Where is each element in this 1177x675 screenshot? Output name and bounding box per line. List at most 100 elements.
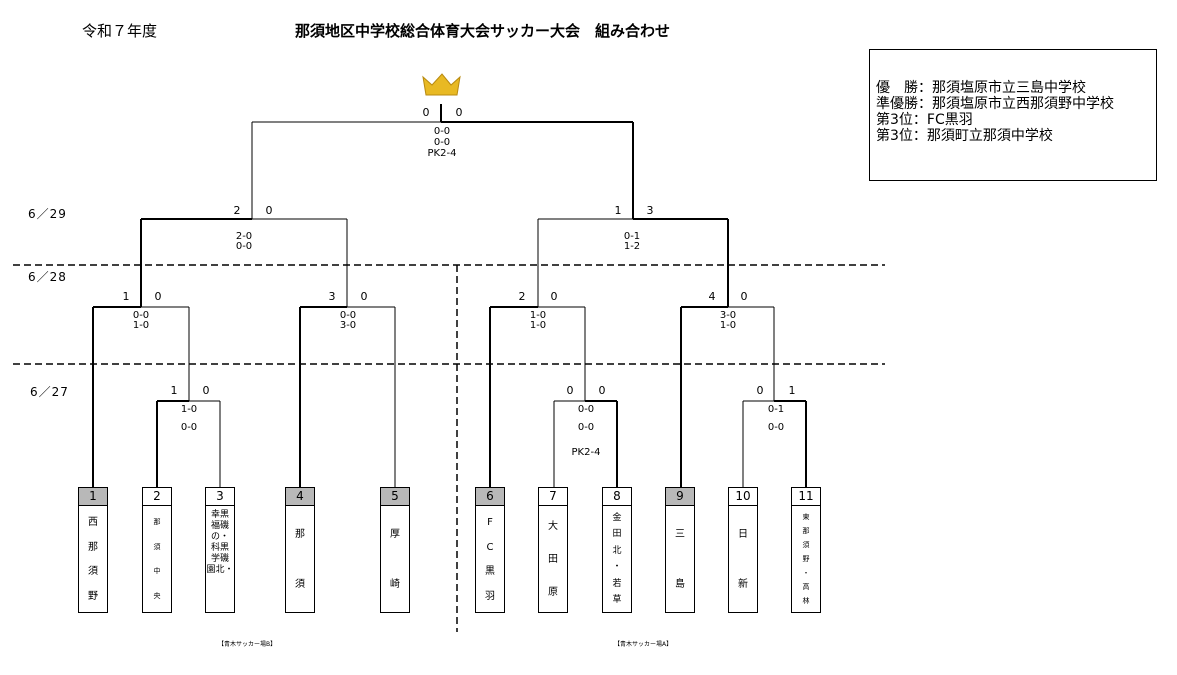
result-champion: 優 勝：那須塩原市立三島中学校: [876, 80, 1086, 96]
semi-right-half-2: 1-2: [623, 241, 641, 252]
team-number: 1: [79, 488, 107, 506]
team-name-char: 那: [88, 541, 98, 553]
team-box-9: 9 三島: [665, 487, 695, 613]
team-name-char: 那: [802, 526, 810, 535]
qf3-score-left: 2: [518, 290, 526, 303]
team-name-char: 福磯: [210, 521, 229, 531]
team-name-char: ・: [802, 569, 810, 578]
team-name-char: C: [486, 541, 494, 553]
team-name-char: 林: [802, 597, 810, 606]
team-name-char: 須: [153, 542, 161, 551]
team-name-char: ・: [612, 562, 622, 573]
team-name-char: 北: [612, 545, 622, 556]
r1b-half-2: 0-0: [577, 422, 595, 433]
qf1-score-right: 0: [154, 290, 162, 303]
team-box-10: 10 日新: [728, 487, 758, 613]
team-name: 三島: [666, 506, 694, 613]
final-pk: PK2-4: [427, 148, 457, 159]
team-name-char: 那: [295, 529, 305, 541]
team-number: 3: [206, 488, 234, 506]
qf1-score-left: 1: [122, 290, 130, 303]
team-box-8: 8 金田北・若草: [602, 487, 632, 613]
team-number: 7: [539, 488, 567, 506]
qf3-half-1: 1-0: [529, 310, 547, 321]
team-name-char: 新: [738, 578, 748, 590]
r1c-score-right: 1: [788, 384, 796, 397]
team-name-char: 原: [548, 587, 558, 598]
team-box-3: 3 幸黒福磯の・科黒学磯園北・: [205, 487, 235, 613]
r1b-pk: PK2-4: [571, 447, 601, 458]
team-name-char: 崎: [390, 578, 400, 590]
team-name: 幸黒福磯の・科黒学磯園北・: [206, 506, 234, 613]
team-name-char: 田: [612, 529, 622, 540]
r1c-score-left: 0: [756, 384, 764, 397]
team-name-char: 黒: [485, 566, 495, 578]
semi-right-score-left: 1: [614, 204, 622, 217]
r1a-score-left: 1: [170, 384, 178, 397]
semi-right-half-1: 0-1: [623, 231, 641, 242]
semi-left-half-1: 2-0: [235, 231, 253, 242]
team-name-char: 中: [153, 567, 161, 576]
r1c-half-2: 0-0: [767, 422, 785, 433]
venue-right: 【青木サッカー場A】: [614, 641, 673, 648]
qf3-half-2: 1-0: [529, 320, 547, 331]
qf4-score-right: 0: [740, 290, 748, 303]
team-number: 8: [603, 488, 631, 506]
team-name-char: 須: [802, 540, 810, 549]
team-name-char: 野: [802, 554, 810, 563]
team-name: 西那須野: [79, 506, 107, 613]
qf2-half-1: 0-0: [339, 310, 357, 321]
team-name-char: 東: [802, 512, 810, 521]
results-box: 優 勝：那須塩原市立三島中学校 準優勝：那須塩原市立西那須野中学校 第3位：FC…: [869, 49, 1157, 181]
team-name-char: 科黒: [210, 543, 229, 553]
team-number: 10: [729, 488, 757, 506]
era-label: 令和７年度: [82, 22, 158, 40]
team-name: 那須中央: [143, 506, 171, 613]
team-number: 9: [666, 488, 694, 506]
team-box-7: 7 大田原: [538, 487, 568, 613]
team-box-5: 5 厚崎: [380, 487, 410, 613]
result-third-b: 第3位：那須町立那須中学校: [876, 128, 1053, 144]
team-name-char: 学磯: [210, 554, 229, 564]
team-box-11: 11 東那須野・高林: [791, 487, 821, 613]
qf1-half-2: 1-0: [132, 320, 150, 331]
team-name-char: 金: [612, 512, 622, 523]
team-name-char: 羽: [485, 591, 495, 603]
team-name: 厚崎: [381, 506, 409, 613]
semi-left-score-left: 2: [233, 204, 241, 217]
qf4-half-1: 3-0: [719, 310, 737, 321]
r1a-score-right: 0: [202, 384, 210, 397]
semi-right-score-right: 3: [646, 204, 654, 217]
semi-left-half-2: 0-0: [235, 241, 253, 252]
team-number: 2: [143, 488, 171, 506]
team-name-char: 須: [295, 578, 305, 590]
team-name-char: 大: [548, 521, 558, 532]
team-number: 4: [286, 488, 314, 506]
team-box-1: 1 西那須野: [78, 487, 108, 613]
r1b-half-1: 0-0: [577, 404, 595, 415]
qf2-score-left: 3: [328, 290, 336, 303]
semi-left-score-right: 0: [265, 204, 273, 217]
team-name: 金田北・若草: [603, 506, 631, 613]
date-6-27: 6／27: [30, 385, 69, 399]
team-name-char: 厚: [390, 529, 400, 541]
date-6-28: 6／28: [28, 270, 67, 284]
team-name-char: 須: [88, 566, 98, 578]
date-6-29: 6／29: [28, 207, 67, 221]
team-name-char: 若: [612, 578, 622, 589]
team-box-4: 4 那須: [285, 487, 315, 613]
team-name: 日新: [729, 506, 757, 613]
qf1-half-1: 0-0: [132, 310, 150, 321]
r1b-score-left: 0: [566, 384, 574, 397]
team-number: 5: [381, 488, 409, 506]
team-name: 那須: [286, 506, 314, 613]
team-name-char: 園北・: [206, 565, 234, 575]
final-half-2: 0-0: [433, 137, 451, 148]
team-name-char: 高: [802, 583, 810, 592]
team-name-char: F: [487, 516, 493, 528]
team-name-char: 田: [548, 554, 558, 565]
qf4-score-left: 4: [708, 290, 716, 303]
team-name-char: 草: [612, 595, 622, 606]
crown-icon: [422, 73, 461, 96]
